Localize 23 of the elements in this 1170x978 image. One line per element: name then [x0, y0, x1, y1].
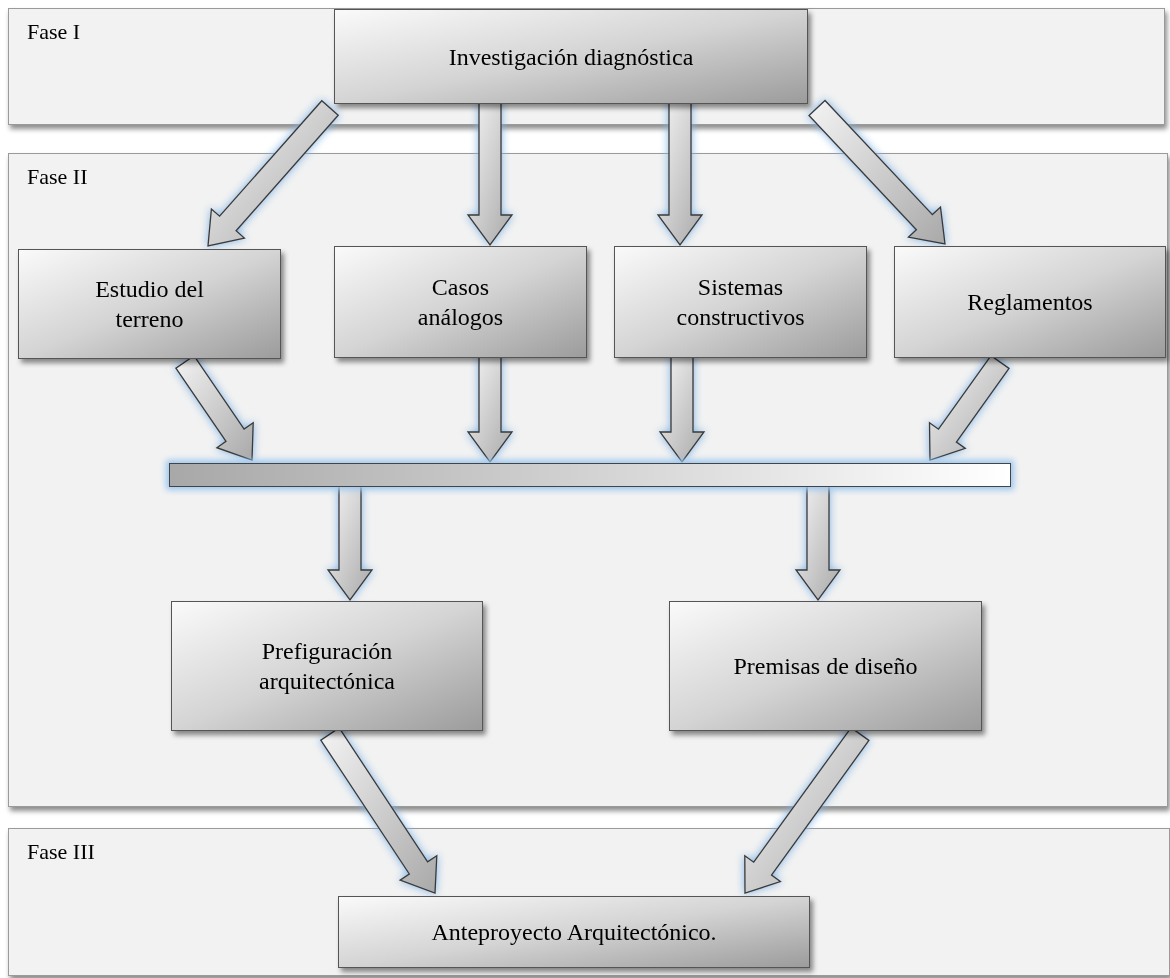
phase-band	[8, 153, 1168, 807]
block-arrow	[207, 99, 340, 247]
block-arrow	[466, 356, 514, 464]
phase-band	[8, 8, 1165, 125]
process-box: Anteproyecto Arquitectónico.	[338, 896, 810, 968]
block-arrow	[658, 356, 706, 464]
block-arrow	[794, 485, 842, 602]
block-arrow	[326, 485, 374, 602]
phase-band	[8, 828, 1170, 976]
process-box: Estudio del terreno	[18, 249, 281, 359]
process-box: Premisas de diseño	[669, 601, 982, 731]
process-box: Casos análogos	[334, 246, 587, 358]
block-arrow	[656, 102, 704, 247]
phase-label: Fase I	[27, 18, 81, 46]
process-box: Reglamentos	[894, 246, 1166, 358]
phase-label: Fase II	[27, 163, 88, 191]
block-arrow	[808, 99, 946, 245]
process-box: Prefiguración arquitectónica	[171, 601, 483, 731]
merge-bar	[169, 463, 1011, 487]
block-arrow	[466, 102, 514, 247]
process-box: Investigación diagnóstica	[334, 9, 808, 104]
phase-label: Fase III	[27, 838, 95, 866]
process-box: Sistemas constructivos	[614, 246, 867, 358]
